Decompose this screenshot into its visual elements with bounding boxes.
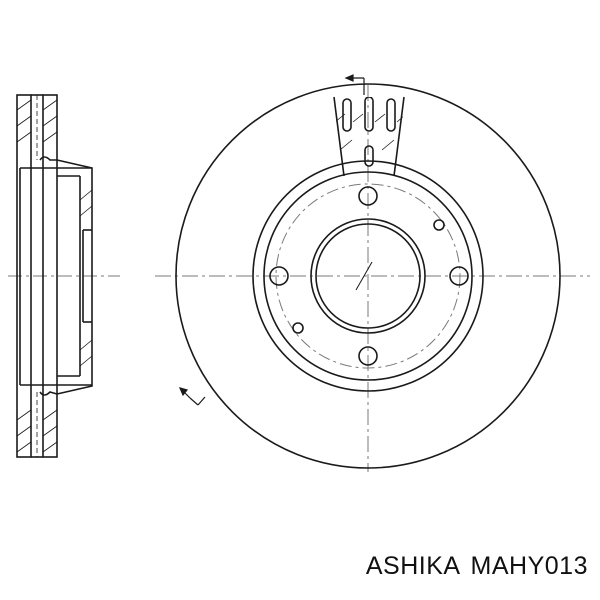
locating-hole-upper-right	[433, 219, 445, 231]
locating-hole-lower-left	[292, 322, 304, 334]
center-bore-outer	[310, 218, 426, 334]
section-hatching-bottom	[16, 409, 58, 453]
section-hatching-top	[16, 99, 58, 143]
vent-slot-cutaway	[333, 96, 405, 177]
bolt-holes	[269, 186, 469, 366]
center-bore-inner	[315, 223, 421, 329]
bolt-hole-bottom	[358, 346, 378, 366]
brand-name: ASHIKA	[365, 552, 461, 580]
part-number: MAHY013	[470, 552, 588, 580]
hub-inner-ring	[263, 171, 473, 381]
bolt-hole-left	[269, 266, 289, 286]
bolt-pitch-circle	[275, 183, 461, 369]
bolt-hole-top	[358, 186, 378, 206]
locating-holes	[292, 219, 445, 334]
bolt-hole-right	[449, 266, 469, 286]
hub-hat-section	[56, 159, 93, 395]
brake-disc-front-view-icon	[155, 74, 590, 472]
part-caption: ASHIKA MAHY013	[0, 552, 588, 581]
section-marker-top	[344, 74, 365, 95]
brake-disc-side-view-icon	[8, 94, 120, 458]
section-marker-bottom-left	[178, 387, 206, 406]
outer-friction-plate	[16, 94, 32, 458]
inner-friction-plate	[42, 94, 58, 458]
disc-outer-edge	[175, 83, 561, 469]
hub-outer-circle	[252, 160, 484, 392]
